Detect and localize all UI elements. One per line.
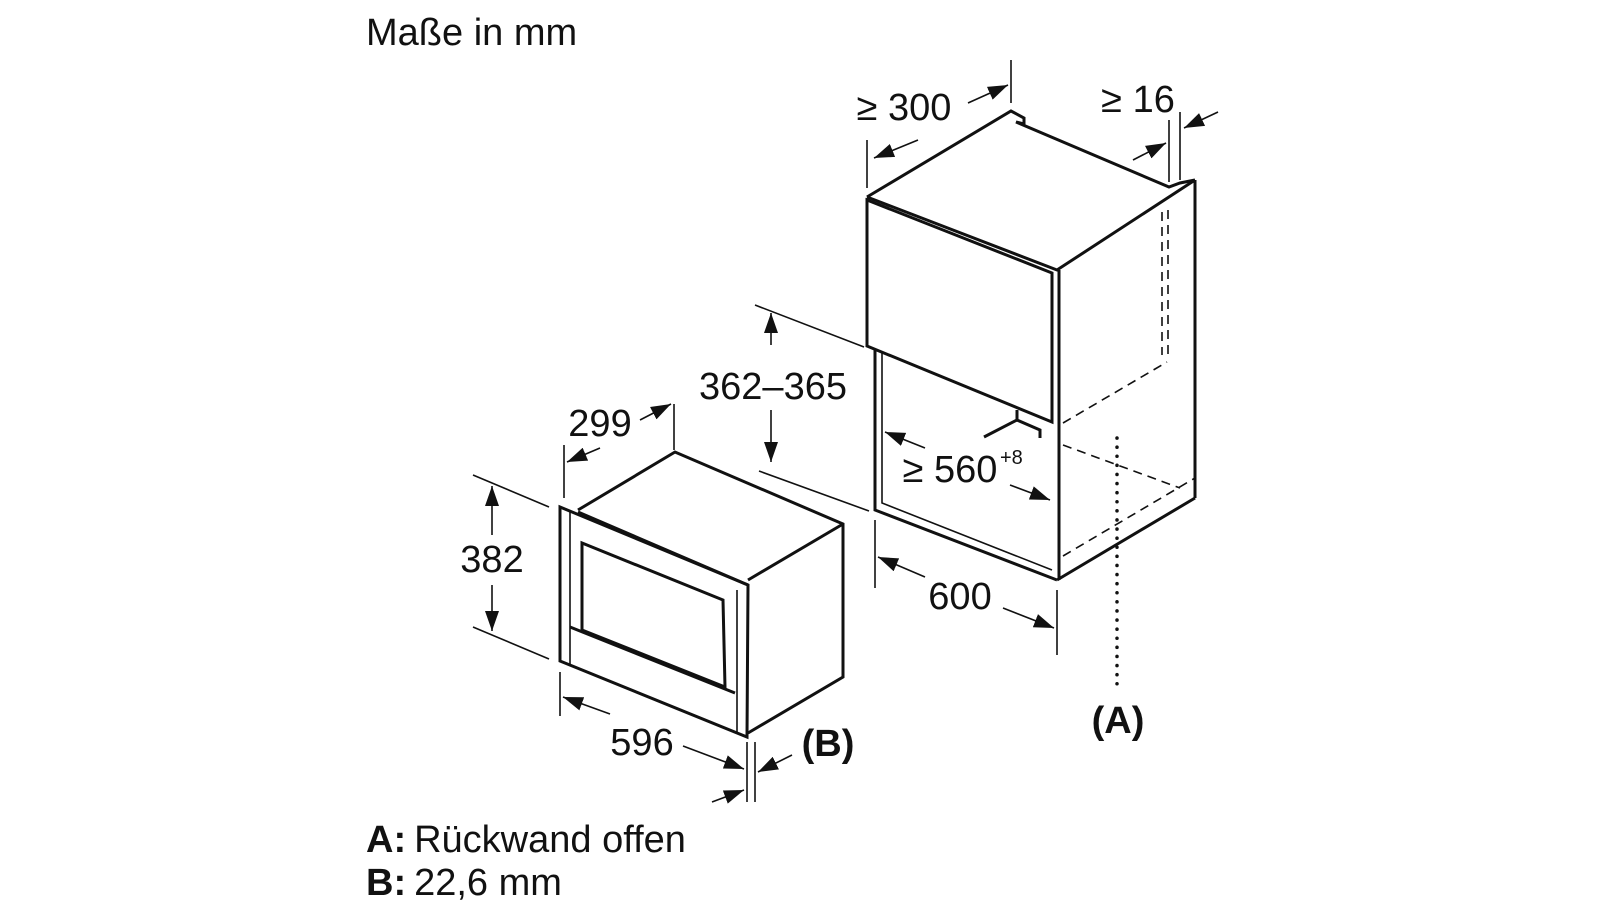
dim-cabinet-width: 600 — [928, 576, 991, 618]
dimension-lines — [472, 60, 1219, 804]
legend-item-a: A:Rückwand offen — [366, 819, 686, 861]
dim-niche-width: ≥ 560 — [903, 449, 998, 491]
title: Maße in mm — [366, 12, 577, 54]
legend-item-b: B:22,6 mm — [366, 862, 562, 904]
marker-a: (A) — [1092, 700, 1145, 742]
dim-niche-height: 362–365 — [699, 366, 847, 408]
cabinet-drawing — [865, 109, 1197, 582]
dim-cabinet-depth: ≥ 300 — [857, 87, 952, 129]
microwave-drawing — [558, 450, 845, 740]
dim-niche-width-tolerance: +8 — [1000, 447, 1023, 469]
dim-appliance-depth: 299 — [568, 403, 631, 445]
dim-appliance-width: 596 — [610, 722, 673, 764]
legend: A:Rückwand offen B:22,6 mm — [366, 819, 686, 904]
legend-key-b: B: — [366, 862, 406, 904]
marker-b: (B) — [802, 723, 855, 765]
dim-appliance-height: 382 — [460, 539, 523, 581]
legend-key-a: A: — [366, 819, 406, 861]
legend-text-b: 22,6 mm — [414, 862, 562, 904]
dim-rear-gap: ≥ 16 — [1101, 79, 1175, 121]
legend-text-a: Rückwand offen — [414, 819, 686, 861]
